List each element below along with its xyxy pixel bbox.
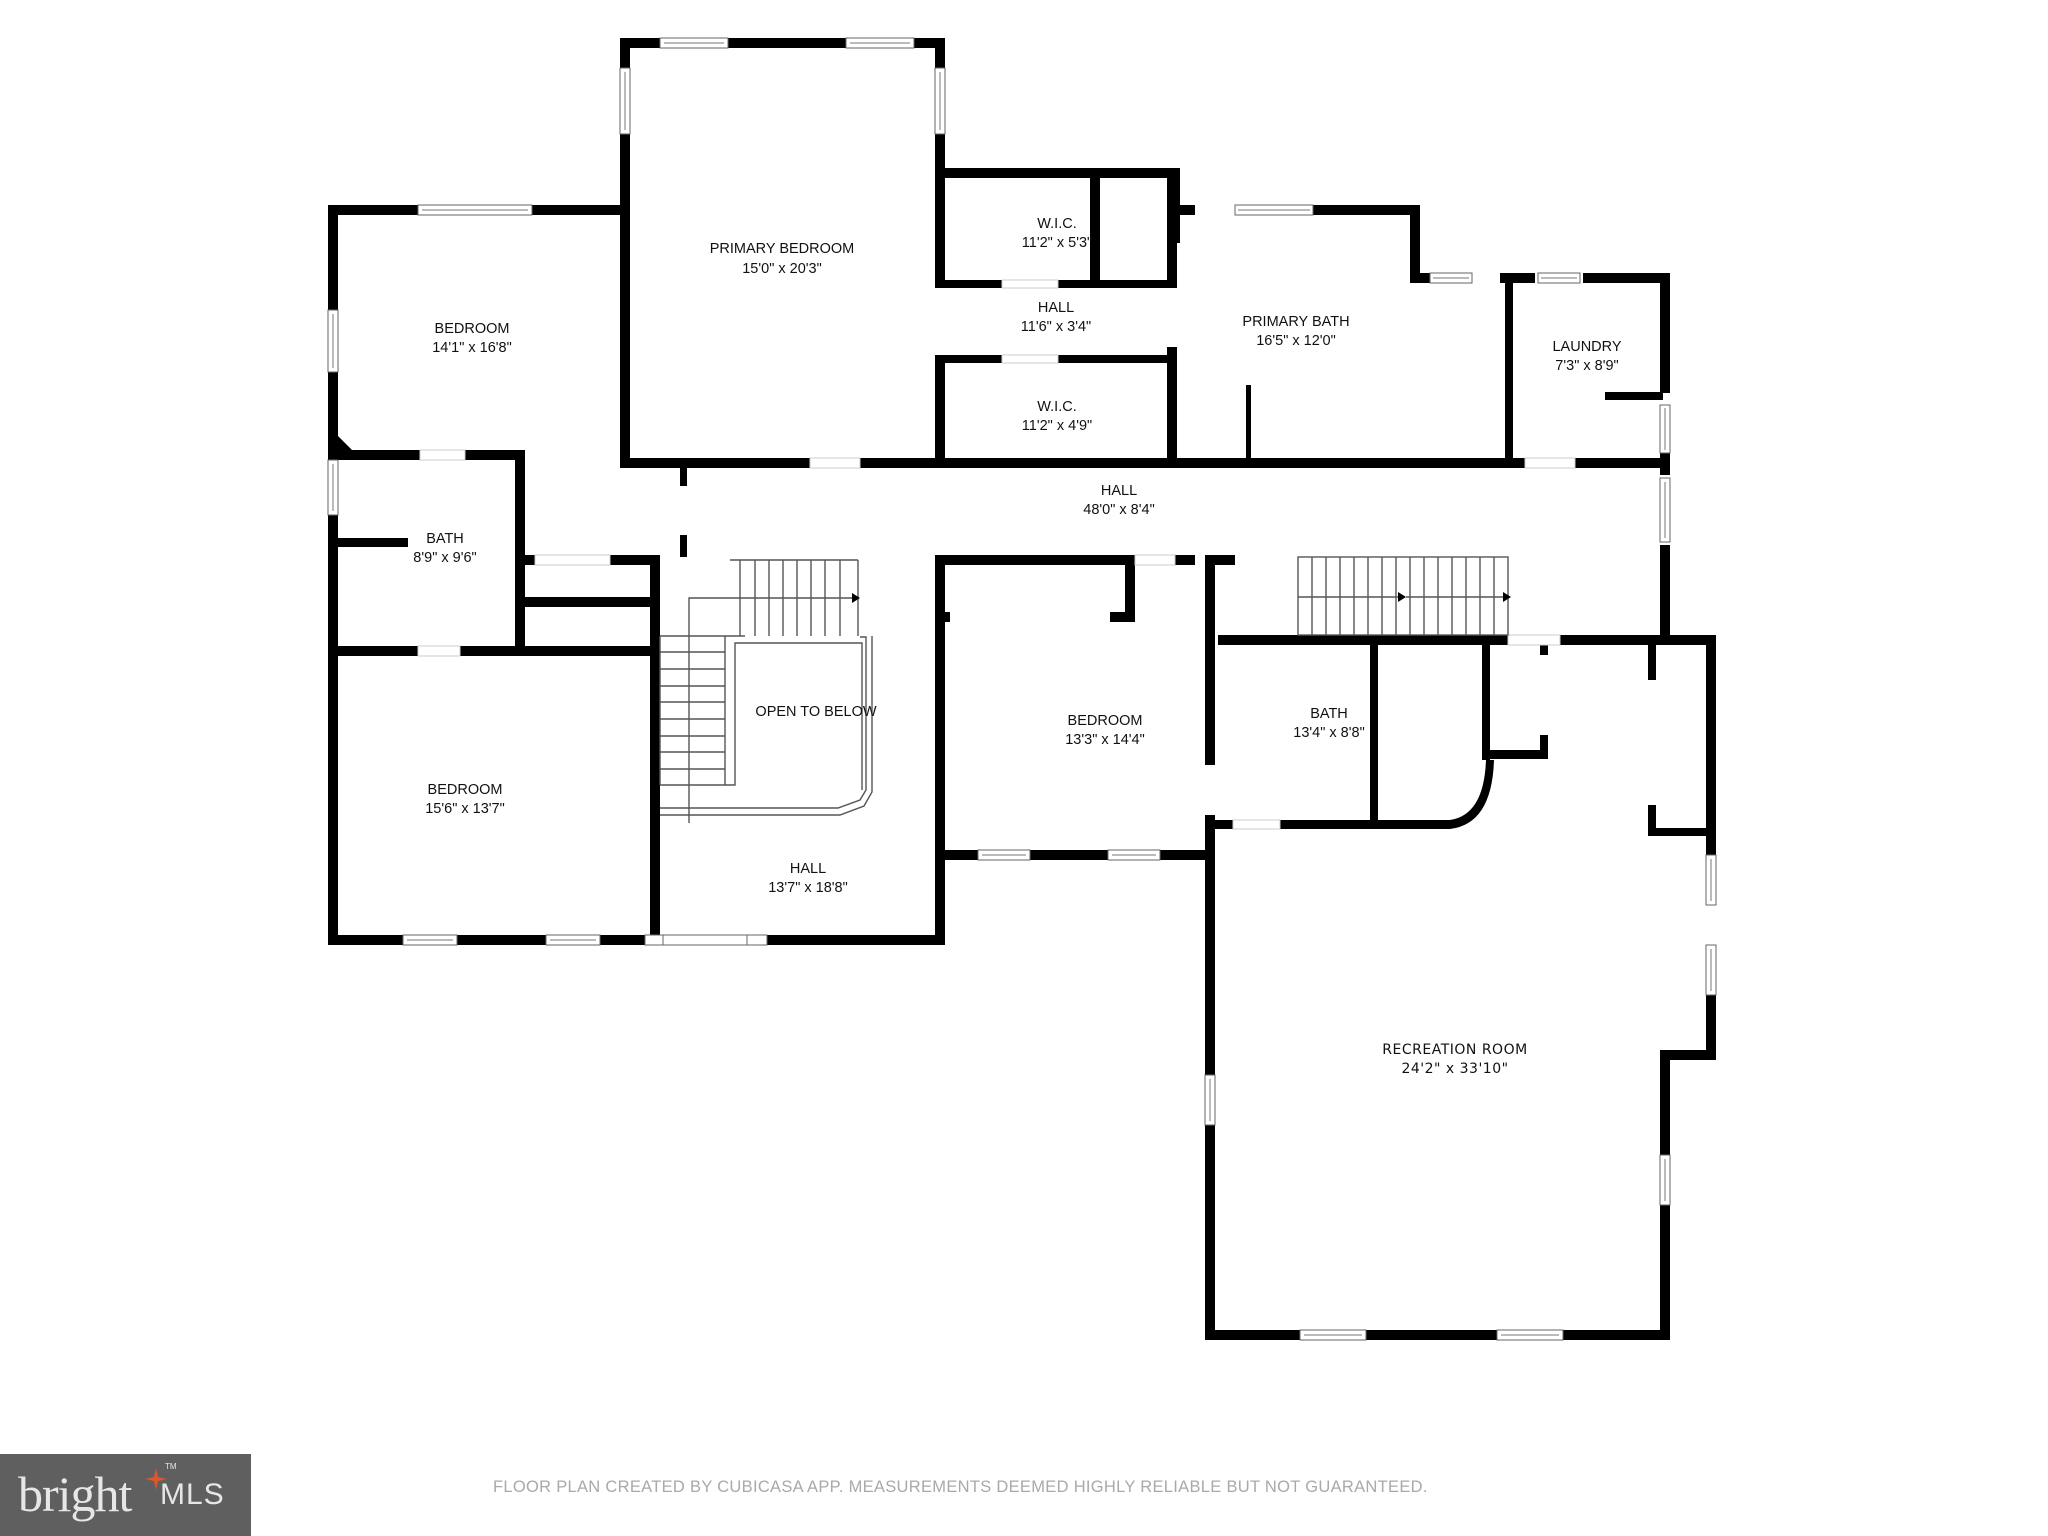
room-bedroom-sw: BEDROOM 15'6" x 13'7"	[425, 782, 505, 817]
room-labels: PRIMARY BEDROOM 15'0" x 20'3" W.I.C. 11'…	[413, 216, 1622, 1077]
room-name: HALL	[1101, 483, 1137, 499]
room-name: LAUNDRY	[1552, 339, 1621, 355]
room-dimensions: 24'2" x 33'10"	[1401, 1061, 1508, 1077]
room-name: BATH	[426, 531, 464, 547]
sparkle-icon	[145, 1468, 167, 1490]
room-dimensions: 14'1" x 16'8"	[432, 340, 512, 356]
room-dimensions: 15'0" x 20'3"	[742, 261, 822, 277]
room-dimensions: 11'2" x 5'3"	[1022, 235, 1092, 251]
room-bedroom-nw: BEDROOM 14'1" x 16'8"	[432, 321, 512, 356]
room-wic-lower: W.I.C. 11'2" x 4'9"	[1022, 399, 1092, 434]
room-name: W.I.C.	[1037, 399, 1076, 415]
room-dimensions: 13'7" x 18'8"	[768, 880, 848, 896]
room-name: HALL	[790, 861, 826, 877]
room-name: W.I.C.	[1037, 216, 1076, 232]
logo-suffix: MLS	[160, 1478, 225, 1511]
room-name: BEDROOM	[435, 321, 510, 337]
stairs-west	[659, 559, 873, 823]
stairs-east	[1297, 556, 1511, 636]
room-hall-main: HALL 48'0" x 8'4"	[1083, 483, 1154, 518]
room-wic-upper: W.I.C. 11'2" x 5'3"	[1022, 216, 1092, 251]
room-primary-bath: PRIMARY BATH 16'5" x 12'0"	[1242, 314, 1349, 349]
room-bath-west: BATH 8'9" x 9'6"	[413, 531, 476, 566]
room-dimensions: 48'0" x 8'4"	[1083, 502, 1154, 518]
room-name: BEDROOM	[1068, 713, 1143, 729]
room-name: HALL	[1038, 300, 1074, 316]
room-hall-foyer: HALL 13'7" x 18'8"	[768, 861, 848, 896]
room-name: OPEN TO BELOW	[755, 704, 876, 720]
logo-trademark: TM	[165, 1462, 177, 1471]
room-dimensions: 13'4" x 8'8"	[1293, 725, 1364, 741]
room-hall-small: HALL 11'6" x 3'4"	[1021, 300, 1091, 335]
disclaimer-text: FLOOR PLAN CREATED BY CUBICASA APP. MEAS…	[493, 1478, 1428, 1496]
room-primary-bedroom: PRIMARY BEDROOM 15'0" x 20'3"	[710, 241, 855, 277]
room-name: RECREATION ROOM	[1382, 1042, 1527, 1058]
room-bath-center: BATH 13'4" x 8'8"	[1293, 706, 1364, 741]
room-dimensions: 16'5" x 12'0"	[1256, 333, 1336, 349]
room-dimensions: 11'6" x 3'4"	[1021, 319, 1091, 335]
room-open-to-below: OPEN TO BELOW	[755, 704, 876, 720]
bright-mls-logo: bright TM MLS	[0, 1454, 251, 1536]
room-recreation-room: RECREATION ROOM 24'2" x 33'10"	[1382, 1042, 1527, 1077]
room-dimensions: 11'2" x 4'9"	[1022, 418, 1092, 434]
room-name: PRIMARY BATH	[1242, 314, 1349, 330]
room-name: PRIMARY BEDROOM	[710, 241, 855, 257]
room-laundry: LAUNDRY 7'3" x 8'9"	[1552, 339, 1621, 374]
logo-brand: bright	[18, 1466, 132, 1522]
walls	[328, 38, 1716, 1340]
windows	[327, 37, 1717, 1341]
door-openings	[417, 279, 1576, 830]
room-name: BATH	[1310, 706, 1348, 722]
room-name: BEDROOM	[428, 782, 503, 798]
room-dimensions: 13'3" x 14'4"	[1065, 732, 1145, 748]
room-bedroom-center: BEDROOM 13'3" x 14'4"	[1065, 713, 1145, 748]
room-dimensions: 7'3" x 8'9"	[1555, 358, 1618, 374]
room-dimensions: 8'9" x 9'6"	[413, 550, 476, 566]
room-dimensions: 15'6" x 13'7"	[425, 801, 505, 817]
